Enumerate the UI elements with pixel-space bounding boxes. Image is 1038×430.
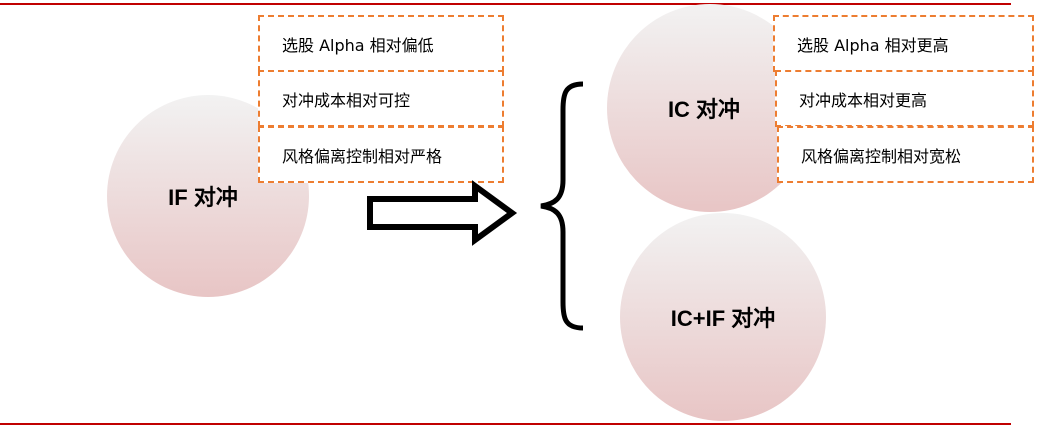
ic-trait-2: 对冲成本相对更高 bbox=[775, 70, 1034, 127]
right-arrow-icon bbox=[367, 180, 518, 246]
top-rule bbox=[0, 3, 1011, 5]
ic-if-hedge-label: IC+IF 对冲 bbox=[670, 306, 776, 331]
ic-hedge-label: IC 对冲 bbox=[667, 97, 741, 122]
ic-trait-3: 风格偏离控制相对宽松 bbox=[777, 126, 1034, 183]
ic-if-hedge-circle: IC+IF 对冲 bbox=[620, 213, 826, 421]
if-trait-1: 选股 Alpha 相对偏低 bbox=[258, 15, 504, 72]
ic-trait-1: 选股 Alpha 相对更高 bbox=[773, 15, 1034, 72]
if-trait-3: 风格偏离控制相对严格 bbox=[258, 126, 504, 183]
if-trait-2: 对冲成本相对可控 bbox=[258, 70, 504, 127]
if-hedge-label: IF 对冲 bbox=[168, 185, 238, 210]
bottom-rule bbox=[0, 423, 1011, 425]
curly-brace-icon bbox=[540, 81, 584, 331]
